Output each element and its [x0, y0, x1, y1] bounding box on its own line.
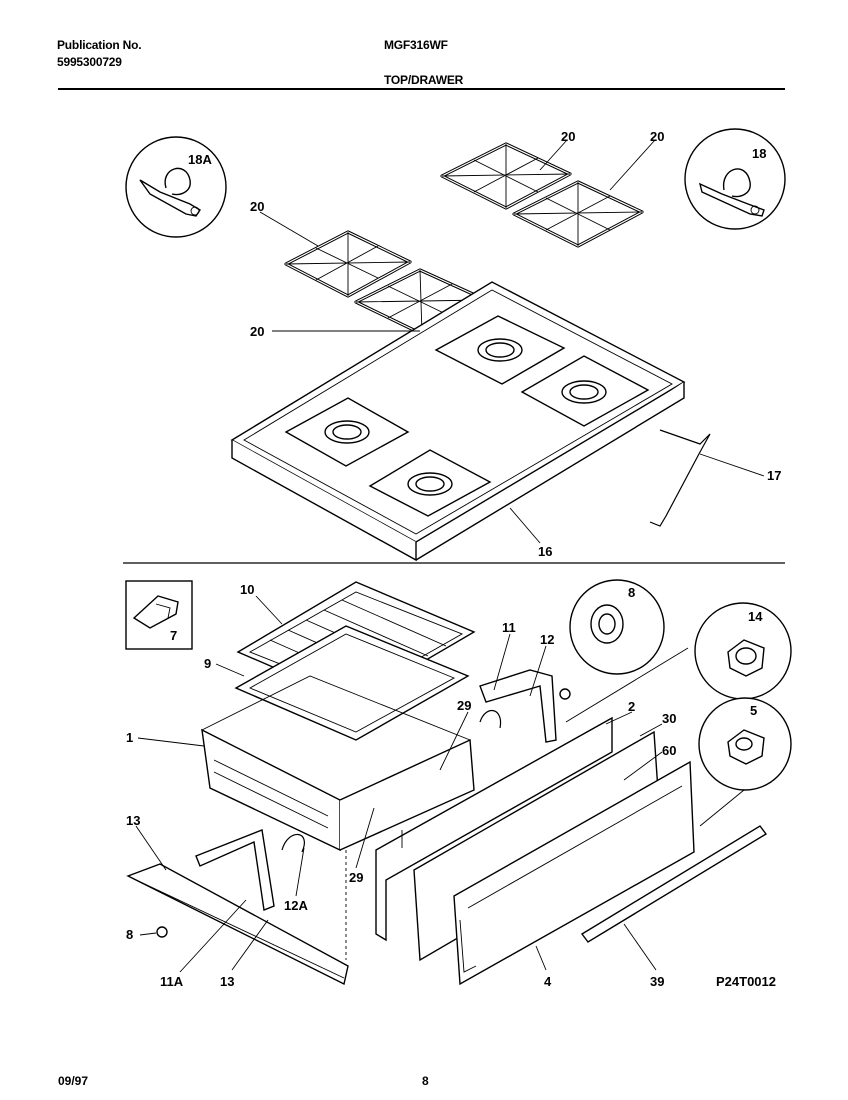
callout-12A: 12A — [284, 898, 308, 913]
callout-2: 2 — [628, 699, 635, 714]
callout-39: 39 — [650, 974, 664, 989]
publication-label: Publication No. — [57, 38, 142, 52]
callout-1: 1 — [126, 730, 133, 745]
leader-lines — [135, 139, 765, 973]
publication-number: 5995300729 — [57, 55, 122, 69]
callout-14: 14 — [748, 609, 763, 624]
callout-11A: 11A — [160, 974, 184, 989]
diagram-code: P24T0012 — [716, 974, 776, 989]
footer-date: 09/97 — [58, 1074, 89, 1088]
header-rule — [58, 88, 785, 90]
callout-8-detail: 8 — [628, 585, 635, 600]
callout-13-lower: 13 — [220, 974, 234, 989]
detail-14-circle — [694, 602, 792, 700]
page-number: 8 — [422, 1074, 429, 1088]
callout-13-upper: 13 — [126, 813, 140, 828]
callout-10: 10 — [240, 582, 254, 597]
drawer-body — [200, 675, 475, 852]
callout-18A: 18A — [188, 152, 212, 167]
grate-right-front — [512, 180, 644, 248]
callout-8: 8 — [126, 927, 133, 942]
callout-12: 12 — [540, 632, 554, 647]
callout-16: 16 — [538, 544, 552, 559]
grate-right-rear — [440, 142, 572, 210]
trim-39 — [580, 825, 768, 943]
callout-5: 5 — [750, 703, 757, 718]
callout-4: 4 — [544, 974, 552, 989]
callout-20-left-front: 20 — [250, 324, 264, 339]
wire-rod-17 — [649, 429, 711, 527]
callout-11: 11 — [502, 620, 516, 635]
bracket-12A — [156, 829, 305, 938]
callout-7: 7 — [170, 628, 177, 643]
model-number: MGF316WF — [384, 38, 448, 52]
bracket-11-12 — [479, 669, 571, 743]
drawer-panel-2 — [375, 716, 613, 942]
callout-60: 60 — [662, 743, 676, 758]
detail-7-box — [125, 580, 193, 650]
callout-29-lower: 29 — [349, 870, 363, 885]
callout-20-left-rear: 20 — [250, 199, 264, 214]
callout-20-right-front: 20 — [650, 129, 664, 144]
detail-18-circle — [684, 128, 786, 230]
broiler-pan — [234, 625, 470, 741]
section-title: TOP/DRAWER — [384, 73, 464, 87]
callout-17: 17 — [767, 468, 781, 483]
drawer-front-4 — [453, 760, 695, 986]
detail-5-circle — [698, 697, 792, 791]
detail-18A-circle — [125, 136, 227, 238]
detail-8-circle — [569, 579, 665, 675]
cooktop — [230, 281, 686, 562]
callout-30: 30 — [662, 711, 676, 726]
callout-18: 18 — [752, 146, 766, 161]
callout-20-right-rear: 20 — [561, 129, 575, 144]
grate-left-rear — [284, 230, 412, 298]
support-rail-13 — [126, 863, 349, 986]
callout-9: 9 — [204, 656, 211, 671]
callout-29-upper: 29 — [457, 698, 471, 713]
